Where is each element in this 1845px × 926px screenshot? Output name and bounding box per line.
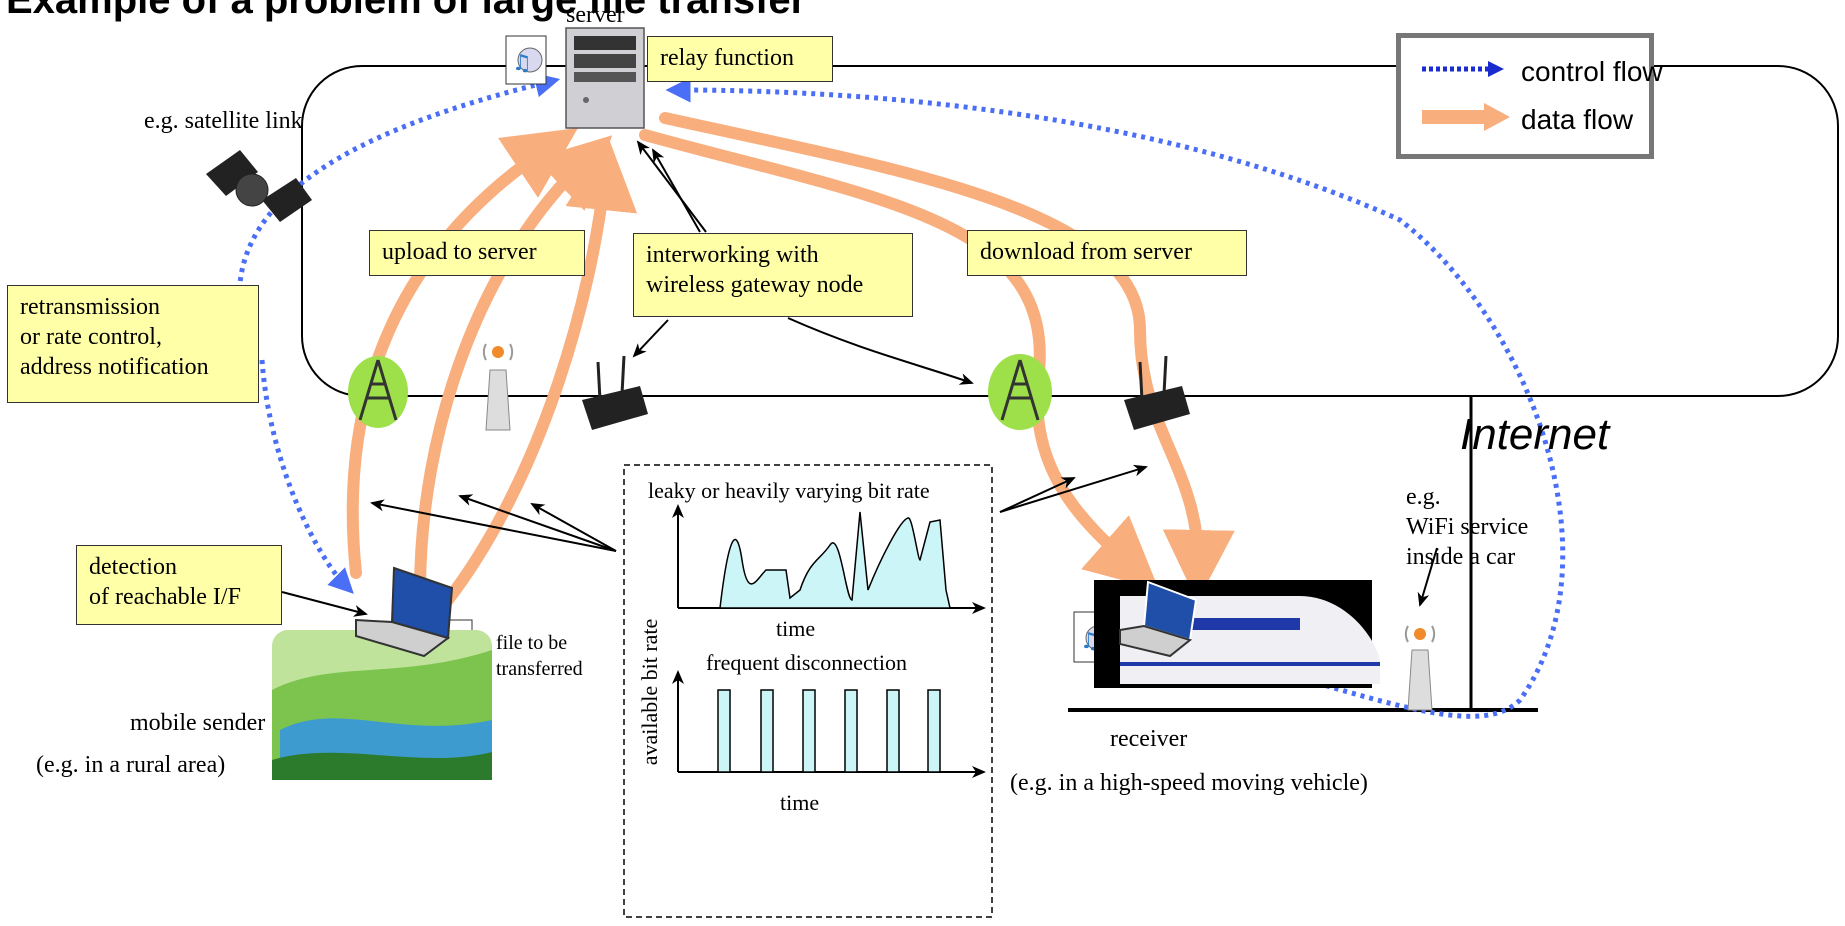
sender-note-label: (e.g. in a rural area) xyxy=(36,752,226,778)
control-satellite-to-server xyxy=(236,72,561,309)
base-station-left xyxy=(348,356,408,428)
bottom-graph-title: frequent disconnection xyxy=(706,650,907,675)
interworking-line: interworking with xyxy=(646,242,819,268)
satellite-label: e.g. satellite link xyxy=(144,108,303,134)
satellite-icon xyxy=(206,150,312,222)
data-flows xyxy=(346,112,1235,606)
sender-laptop xyxy=(355,566,454,658)
graph-ylabel: available bit rate xyxy=(637,619,662,766)
download-box: download from server xyxy=(967,230,1247,276)
legend: control flow data flow xyxy=(1396,33,1663,159)
upload-box: upload to server xyxy=(369,230,585,276)
base-station-right xyxy=(988,354,1052,430)
top-graph xyxy=(672,504,986,614)
retransmission-line: address notification xyxy=(20,354,209,380)
pulse xyxy=(802,689,816,773)
rural-landscape xyxy=(272,630,492,780)
svg-text:♫: ♫ xyxy=(512,51,532,76)
interworking-line: wireless gateway node xyxy=(646,272,864,298)
receiver-note-label: (e.g. in a high-speed moving vehicle) xyxy=(1010,770,1368,796)
internet-boundary xyxy=(301,65,1839,397)
download-flow-2 xyxy=(659,112,1235,602)
retransmission-box: retransmission or rate control, address … xyxy=(7,285,259,403)
receiver-label: receiver xyxy=(1110,726,1188,752)
diagram-title: Example of a problem of large file trans… xyxy=(6,0,807,22)
wireless-router-left xyxy=(582,355,648,430)
upload-flow-3 xyxy=(442,138,638,606)
wifi-note-line: inside a car xyxy=(1406,544,1516,570)
top-graph-title: leaky or heavily varying bit rate xyxy=(648,478,930,503)
upload-flow-1 xyxy=(346,128,578,579)
wifi-note-line: e.g. xyxy=(1406,484,1441,510)
wireless-router-right xyxy=(1124,355,1190,430)
annotation-arrows xyxy=(281,140,1438,617)
retransmission-line: retransmission xyxy=(20,294,160,320)
receiver-laptop xyxy=(1119,580,1198,658)
retransmission-line: or rate control, xyxy=(20,324,162,350)
server-label: server xyxy=(566,2,625,28)
relay-function-box: relay function xyxy=(647,36,833,82)
pulse xyxy=(886,689,900,773)
access-point-left xyxy=(482,343,514,431)
pulse xyxy=(760,689,774,773)
control-receiver-to-server xyxy=(665,77,1566,719)
interworking-box: interworking with wireless gateway node xyxy=(633,233,913,317)
bitrate-graph-box xyxy=(623,464,993,918)
bottom-graph xyxy=(672,670,986,778)
legend-swatches xyxy=(1422,61,1510,131)
wifi-note-label: e.g. WiFi service inside a car xyxy=(1406,482,1528,572)
file-label: file to be transferred xyxy=(496,632,583,680)
detection-box: detection of reachable I/F xyxy=(76,545,282,625)
control-flows xyxy=(236,72,1566,719)
top-graph-xlabel: time xyxy=(776,616,816,641)
legend-data-label: data flow xyxy=(1521,104,1634,135)
download-flow-1 xyxy=(639,129,1159,590)
server-tower xyxy=(565,27,645,129)
legend-control-label: control flow xyxy=(1521,56,1663,87)
server-file-icon: ♫ xyxy=(505,35,547,85)
bottom-graph-xlabel: time xyxy=(780,790,820,815)
pulse xyxy=(717,689,731,773)
pulse xyxy=(927,689,941,773)
detection-line: detection xyxy=(89,554,177,580)
control-to-sender xyxy=(259,359,354,594)
sender-label: mobile sender xyxy=(130,710,266,736)
wifi-note-line: WiFi service xyxy=(1406,514,1529,540)
bitrate-area xyxy=(719,511,951,609)
detection-line: of reachable I/F xyxy=(89,584,241,610)
access-point-car xyxy=(1404,625,1436,711)
internet-label: Internet xyxy=(1460,410,1610,459)
upload-flow-2 xyxy=(414,135,613,598)
pulse xyxy=(844,689,858,773)
